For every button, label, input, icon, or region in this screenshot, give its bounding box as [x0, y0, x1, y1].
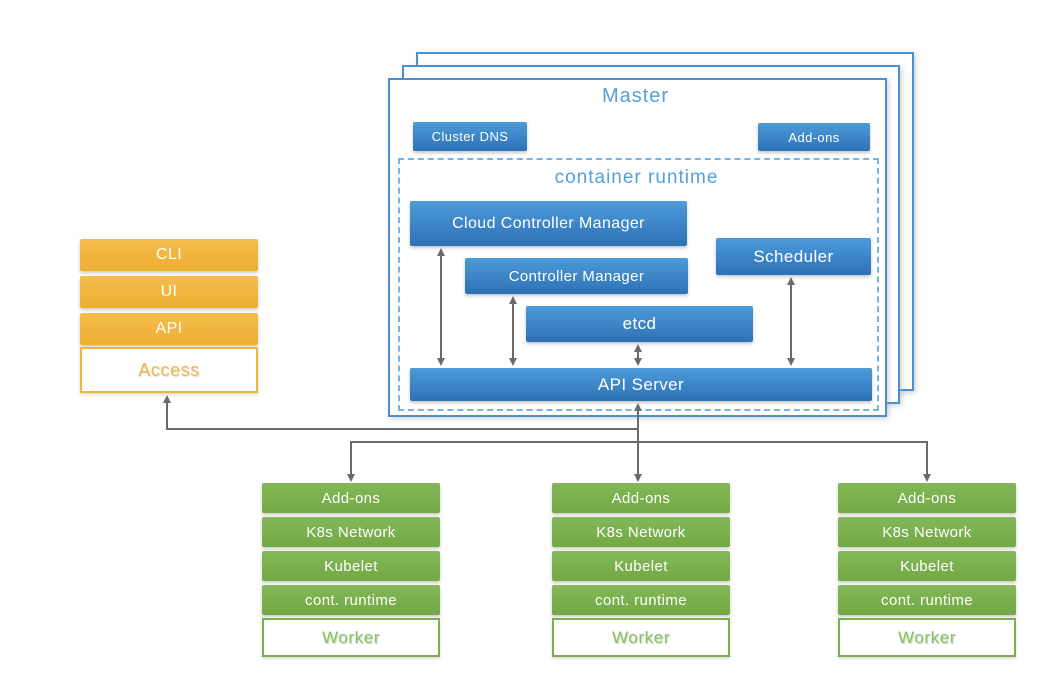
worker-3-kubelet-bar: Kubelet — [838, 551, 1016, 581]
connector-rail-workers — [350, 441, 928, 443]
controller-manager-box: Controller Manager — [465, 258, 688, 294]
connector-up-into-access — [163, 395, 171, 430]
arrow-scheduler-api-server — [787, 277, 795, 366]
access-cli-bar: CLI — [80, 239, 258, 271]
worker-1-cont-runtime-bar: cont. runtime — [262, 585, 440, 615]
cloud-controller-manager-box: Cloud Controller Manager — [410, 201, 687, 246]
access-api-bar: API — [80, 313, 258, 345]
worker-3-label-box: Worker — [838, 618, 1016, 657]
worker-1-k8s-network-bar: K8s Network — [262, 517, 440, 547]
container-runtime-title: container runtime — [554, 167, 719, 188]
worker-3-k8s-network-bar: K8s Network — [838, 517, 1016, 547]
worker-2-addons-bar: Add-ons — [552, 483, 730, 513]
cluster-dns-box: Cluster DNS — [413, 122, 527, 151]
master-addons-box: Add-ons — [758, 123, 870, 151]
worker-2-k8s-network-bar: K8s Network — [552, 517, 730, 547]
arrow-etcd-api-server — [634, 344, 642, 366]
worker-1-label-box: Worker — [262, 618, 440, 657]
arrow-controller-manager-api-server — [509, 296, 517, 366]
connector-down-into-worker-3 — [923, 441, 931, 482]
master-title: Master — [601, 85, 670, 107]
worker-3-cont-runtime-bar: cont. runtime — [838, 585, 1016, 615]
api-server-box: API Server — [410, 368, 872, 401]
worker-3-addons-bar: Add-ons — [838, 483, 1016, 513]
worker-1-kubelet-bar: Kubelet — [262, 551, 440, 581]
scheduler-box: Scheduler — [716, 238, 871, 275]
worker-1-addons-bar: Add-ons — [262, 483, 440, 513]
access-ui-bar: UI — [80, 276, 258, 308]
worker-2-cont-runtime-bar: cont. runtime — [552, 585, 730, 615]
worker-2-label-box: Worker — [552, 618, 730, 657]
access-label-box: Access — [80, 347, 258, 393]
connector-down-into-worker-1 — [347, 441, 355, 482]
connector-rail-access — [166, 428, 639, 430]
worker-2-kubelet-bar: Kubelet — [552, 551, 730, 581]
etcd-box: etcd — [526, 306, 753, 342]
arrow-cloud-controller-manager-api-server — [437, 248, 445, 366]
